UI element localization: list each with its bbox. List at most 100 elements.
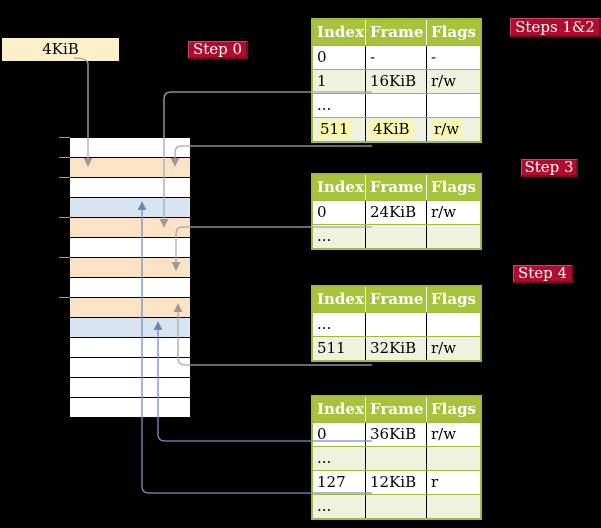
- table-row: ...: [313, 93, 480, 117]
- table-row: 1 16KiB r/w: [313, 69, 480, 93]
- memory-frame-row: [70, 198, 190, 218]
- page-table-step-3: Index Frame Flags 0 24KiB r/w ...: [311, 173, 482, 250]
- cell-index: ...: [313, 225, 366, 248]
- cell-frame: 16KiB: [366, 70, 427, 93]
- table-row: 127 12KiB r: [313, 470, 480, 494]
- cell-index: ...: [313, 94, 366, 117]
- cell-flags: -: [431, 48, 437, 66]
- column-header-frame: Frame: [366, 175, 427, 200]
- cell-index: 511: [313, 337, 366, 360]
- table-row: 511 32KiB r/w: [313, 336, 480, 360]
- table-row: ...: [313, 224, 480, 248]
- memory-frame-row: [70, 358, 190, 378]
- cell-index: ...: [313, 447, 366, 470]
- column-header-flags: Flags: [431, 178, 476, 196]
- page-size-label: 4KiB: [42, 40, 79, 58]
- cell-flags: r/w: [427, 70, 480, 93]
- cell-index: 0: [313, 423, 366, 446]
- memory-frame-row: [70, 378, 190, 398]
- cell-index: ...: [313, 495, 366, 518]
- cell-frame: [366, 225, 427, 248]
- cell-flags: [427, 225, 480, 248]
- memory-frame-row: [70, 398, 190, 418]
- column-header-index: Index: [313, 287, 366, 312]
- table-row: ...: [313, 312, 480, 336]
- memory-frame-row: [70, 278, 190, 298]
- badge-step-4-label: Step 4: [517, 264, 568, 282]
- cell-frame: [366, 447, 427, 470]
- physical-memory-column: [70, 137, 190, 418]
- page-table-bottom: Index Frame Flags 0 36KiB r/w ... 127 12…: [311, 395, 482, 520]
- cell-flags: [427, 94, 480, 117]
- column-header-index: Index: [313, 20, 366, 45]
- badge-steps-1-2-label: Steps 1&2: [515, 18, 595, 36]
- page-table-steps-1-2: Index Frame Flags 0 - - 1 16KiB r/w ... …: [311, 18, 482, 143]
- cell-frame: 36KiB: [366, 423, 427, 446]
- cell-flags: [427, 495, 480, 518]
- cell-index: 1: [313, 70, 366, 93]
- table-row-highlighted: 511 4KiB r/w: [313, 117, 480, 141]
- table-row: ...: [313, 446, 480, 470]
- table-row: 0 24KiB r/w: [313, 200, 480, 224]
- column-header-flags: Flags: [431, 400, 476, 418]
- table-header-row: Index Frame Flags: [313, 287, 480, 312]
- page-table-step-4: Index Frame Flags ... 511 32KiB r/w: [311, 285, 482, 362]
- memory-frame-row: [70, 258, 190, 278]
- cell-frame: 32KiB: [366, 337, 427, 360]
- cell-index: 127: [313, 471, 366, 494]
- cell-frame: [366, 495, 427, 518]
- table-header-row: Index Frame Flags: [313, 175, 480, 200]
- memory-tick: [59, 177, 70, 178]
- cell-frame: -: [366, 46, 427, 69]
- cell-flags: [427, 447, 480, 470]
- cell-index: 0: [313, 46, 366, 69]
- cell-flags: r/w: [431, 203, 457, 221]
- arrow-t1row511-to-frame-4kib: [170, 145, 372, 167]
- memory-tick: [59, 217, 70, 218]
- cell-flags: r: [431, 473, 439, 491]
- cell-index: 0: [313, 201, 366, 224]
- highlighted-value: 4KiB: [370, 120, 413, 138]
- memory-frame-row: [70, 138, 190, 158]
- column-header-frame: Frame: [366, 287, 427, 312]
- highlighted-value: r/w: [431, 120, 463, 138]
- table-row: ...: [313, 494, 480, 518]
- column-header-frame: Frame: [366, 20, 427, 45]
- column-header-index: Index: [313, 397, 366, 422]
- cell-frame: 4KiB: [366, 118, 427, 141]
- badge-step-0-label: Step 0: [192, 40, 243, 58]
- cell-frame: 12KiB: [366, 471, 427, 494]
- memory-frame-row: [70, 298, 190, 318]
- column-header-flags: Flags: [431, 290, 476, 308]
- memory-frame-row: [70, 218, 190, 238]
- cell-flags: r/w: [427, 118, 480, 141]
- badge-step-4: Step 4: [513, 265, 573, 283]
- table-row: 0 - -: [313, 45, 480, 69]
- page-size-label-box: 4KiB: [2, 38, 119, 61]
- cell-index: ...: [313, 313, 366, 336]
- column-header-frame: Frame: [366, 397, 427, 422]
- badge-step-3: Step 3: [521, 159, 578, 177]
- highlighted-value: 511: [317, 120, 352, 138]
- table-row: 0 36KiB r/w: [313, 422, 480, 446]
- memory-frame-row: [70, 338, 190, 358]
- table-header-row: Index Frame Flags: [313, 397, 480, 422]
- memory-tick: [59, 157, 70, 158]
- memory-frame-row: [70, 238, 190, 258]
- table-header-row: Index Frame Flags: [313, 20, 480, 45]
- column-header-flags: Flags: [431, 23, 476, 41]
- column-header-index: Index: [313, 175, 366, 200]
- cell-flags: r/w: [427, 337, 480, 360]
- cell-frame: [366, 94, 427, 117]
- memory-frame-row: [70, 158, 190, 178]
- memory-frame-row: [70, 178, 190, 198]
- badge-steps-1-2: Steps 1&2: [510, 18, 601, 37]
- memory-tick: [59, 257, 70, 258]
- cell-flags: [427, 313, 480, 336]
- memory-frame-row: [70, 318, 190, 338]
- memory-tick: [59, 297, 70, 298]
- badge-step-0: Step 0: [188, 41, 248, 59]
- cell-frame: 24KiB: [366, 201, 427, 224]
- badge-step-3-label: Step 3: [524, 158, 574, 176]
